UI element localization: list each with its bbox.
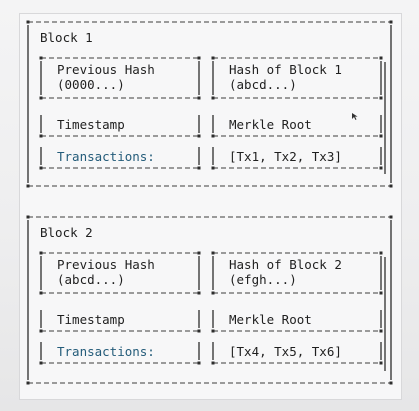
- block-2-row-1-left-cell-bottom-corner-left: [39, 291, 43, 295]
- block-2-row-3-right-cell-bottom-corner-right: [379, 361, 383, 365]
- block-2-row-1-left-cell-top-corner-right: [197, 251, 201, 255]
- block-1-outer-bottom-corner-right: [389, 184, 393, 188]
- block-1-row-2-left-text-1: Timestamp: [57, 117, 125, 132]
- block-1-row-3-right-cell-bottom-corner-right: [379, 166, 383, 170]
- block-1-row-1-right-text-2: (abcd...): [229, 77, 297, 92]
- block-1-row-3-right-cell-bottom-corner-left: [211, 166, 215, 170]
- block-1-title: Block 1: [40, 30, 93, 45]
- block-2-outer-top-corner-left: [26, 215, 30, 219]
- block-1-row-1-right-cell-bottom-corner-left: [211, 96, 215, 100]
- block-2-row-1-left-cell-top-corner-left: [39, 251, 43, 255]
- mouse-cursor-icon: [352, 113, 358, 120]
- block-2-row-1-left-text-1: Previous Hash: [57, 257, 155, 272]
- block-2-row-2-right-cell-bottom-corner-left: [211, 329, 215, 333]
- block-1-row-3-left-text-1: Transactions:: [57, 149, 155, 164]
- block-1-row-1-left-cell-bottom-corner-right: [197, 96, 201, 100]
- block-1-row-2-left-cell-bottom-corner-left: [39, 134, 43, 138]
- block-1-outer-bottom-corner-left: [26, 184, 30, 188]
- block-1-row-2-left-cell-bottom-corner-right: [197, 134, 201, 138]
- block-2-row-3-right-text-1: [Tx4, Tx5, Tx6]: [229, 344, 342, 359]
- block-1-row-2-right-text-1: Merkle Root: [229, 117, 312, 132]
- block-2-row-2-left-cell-bottom-corner-left: [39, 329, 43, 333]
- block-2-row-1-left-cell-bottom-corner-right: [197, 291, 201, 295]
- block-2-title: Block 2: [40, 225, 93, 240]
- block-1-row-2-right-cell-bottom-corner-right: [379, 134, 383, 138]
- block-1-outer-top-corner-right: [389, 20, 393, 24]
- block-2-row-2-left-cell-bottom-corner-right: [197, 329, 201, 333]
- block-1-row-1-right-cell-bottom-corner-right: [379, 96, 383, 100]
- block-2-row-2-left-text-1: Timestamp: [57, 312, 125, 327]
- block-2-row-1-right-cell-bottom-corner-right: [379, 291, 383, 295]
- block-2-outer-top-corner-right: [389, 215, 393, 219]
- block-2-outer-bottom-corner-left: [26, 381, 30, 385]
- block-2-row-1-right-cell-top-corner-left: [211, 251, 215, 255]
- block-1-outer-top-corner-left: [26, 20, 30, 24]
- block-2-row-1-right-text-1: Hash of Block 2: [229, 257, 342, 272]
- block-2-row-3-left-cell-bottom-corner-right: [197, 361, 201, 365]
- block-1-row-1-left-cell-bottom-corner-left: [39, 96, 43, 100]
- block-2-row-2-right-text-1: Merkle Root: [229, 312, 312, 327]
- terminal-frame: [19, 13, 402, 400]
- block-2-row-3-left-cell-bottom-corner-left: [39, 361, 43, 365]
- block-2-row-1-right-cell-bottom-corner-left: [211, 291, 215, 295]
- block-1-row-1-left-cell-top-corner-right: [197, 56, 201, 60]
- block-2-row-2-right-cell-bottom-corner-right: [379, 329, 383, 333]
- block-1-row-3-left-cell-bottom-corner-right: [197, 166, 201, 170]
- block-1-row-1-left-cell-top-corner-left: [39, 56, 43, 60]
- block-1-row-1-left-text-2: (0000...): [57, 77, 125, 92]
- block-2-outer-bottom-corner-right: [389, 381, 393, 385]
- block-1-row-3-right-text-1: [Tx1, Tx2, Tx3]: [229, 149, 342, 164]
- block-2-row-1-right-text-2: (efgh...): [229, 272, 297, 287]
- block-2-row-1-left-text-2: (abcd...): [57, 272, 125, 287]
- block-1-row-1-right-cell-top-corner-left: [211, 56, 215, 60]
- block-1-row-1-left-text-1: Previous Hash: [57, 62, 155, 77]
- block-2-row-3-left-text-1: Transactions:: [57, 344, 155, 359]
- block-1-row-1-right-cell-top-corner-right: [379, 56, 383, 60]
- block-1-row-3-left-cell-bottom-corner-left: [39, 166, 43, 170]
- block-1-row-2-right-cell-bottom-corner-left: [211, 134, 215, 138]
- block-2-row-3-right-cell-bottom-corner-left: [211, 361, 215, 365]
- block-2-row-1-right-cell-top-corner-right: [379, 251, 383, 255]
- block-1-row-1-right-text-1: Hash of Block 1: [229, 62, 342, 77]
